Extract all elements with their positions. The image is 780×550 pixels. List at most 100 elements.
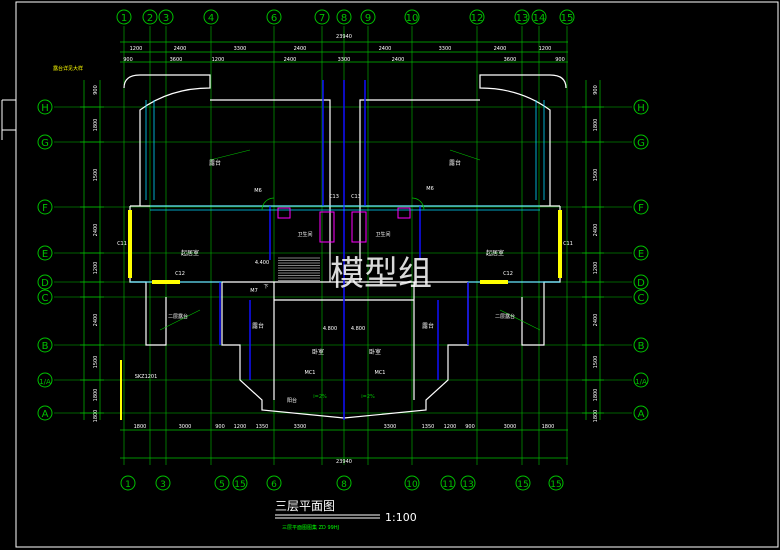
axis-bubble-bottom bbox=[214, 475, 230, 491]
label-mc1-left: MC1 bbox=[305, 370, 316, 376]
axis-bubble-right bbox=[633, 199, 649, 215]
axis-bubble-right bbox=[633, 337, 649, 353]
axis-label-right: G bbox=[637, 138, 645, 149]
dim-bottom-row: 1200 bbox=[444, 424, 457, 430]
axis-label-right: 1/A bbox=[635, 378, 647, 386]
dim-bottom-row: 1200 bbox=[234, 424, 247, 430]
axis-label-right: E bbox=[638, 249, 644, 260]
axis-bubble-right bbox=[633, 134, 649, 150]
label-m6-right: M6 bbox=[426, 186, 434, 192]
room-label-living-right: 起居室 bbox=[486, 249, 504, 257]
drawing-title: 三层平面图 bbox=[275, 499, 335, 513]
door-swing bbox=[261, 197, 275, 211]
axis-bubble-bottom bbox=[440, 475, 456, 491]
room-label-bath-right: 卫生间 bbox=[375, 231, 390, 238]
marker bbox=[120, 360, 122, 420]
dim-top-row1: 2400 bbox=[379, 46, 392, 52]
axis-label-bottom: 6 bbox=[271, 480, 277, 490]
label-balcony-tag: 露台详见大样 bbox=[53, 65, 83, 72]
axis-label-right: B bbox=[638, 341, 645, 352]
dim-top-row2: 2400 bbox=[392, 57, 405, 63]
dim-left-col: 1800 bbox=[93, 119, 99, 132]
dim-right-col: 2400 bbox=[593, 224, 599, 237]
dim-bottom-row: 1350 bbox=[422, 424, 435, 430]
window-c12-left bbox=[152, 280, 180, 284]
dim-top-row1: 3300 bbox=[439, 46, 452, 52]
axis-label-right: D bbox=[637, 278, 645, 289]
axis-label-top: 6 bbox=[271, 13, 277, 24]
label-level-4800-left: 4.800 bbox=[323, 326, 337, 332]
room-label-terrace2-left: 二层露台 bbox=[168, 313, 188, 320]
dim-left-col: 1800 bbox=[93, 410, 99, 423]
wall-segment bbox=[359, 99, 480, 206]
wall-segment bbox=[129, 206, 167, 346]
room-label-bath-left: 卫生间 bbox=[297, 231, 312, 238]
dim-top-overall: 23940 bbox=[336, 34, 352, 40]
axis-label-top: 1 bbox=[121, 13, 127, 24]
room-label-balcony-left: 露台 bbox=[209, 159, 221, 167]
door-swing bbox=[411, 197, 425, 211]
bath-fixture bbox=[351, 211, 367, 243]
axis-bubble-right bbox=[633, 289, 649, 305]
dim-left-col: 1200 bbox=[93, 262, 99, 275]
dim-left-col: 900 bbox=[93, 85, 99, 95]
dim-top-row2: 3600 bbox=[504, 57, 517, 63]
axis-bubble-left bbox=[37, 99, 53, 115]
axis-label-bottom: 5 bbox=[219, 480, 225, 490]
dim-bottom-row: 3300 bbox=[294, 424, 307, 430]
window-c11-left bbox=[128, 210, 132, 278]
dim-right-col: 1200 bbox=[593, 262, 599, 275]
room-label-balcony-right: 露台 bbox=[449, 159, 461, 167]
leader-line bbox=[159, 309, 201, 331]
leader-line bbox=[209, 149, 251, 161]
axis-bubble-top bbox=[116, 9, 132, 25]
axis-bubble-top bbox=[360, 9, 376, 25]
axis-label-left: E bbox=[42, 249, 48, 260]
axis-label-left: F bbox=[42, 203, 48, 214]
axis-bubble-top bbox=[531, 9, 547, 25]
label-c12-left: C12 bbox=[175, 271, 185, 277]
axis-bubble-bottom bbox=[336, 475, 352, 491]
label-m7: M7 bbox=[250, 288, 258, 294]
axis-bubble-bottom bbox=[515, 475, 531, 491]
axis-label-right: H bbox=[637, 103, 645, 114]
axis-bubble-left bbox=[37, 405, 53, 421]
axis-label-bottom: 8 bbox=[341, 480, 347, 490]
room-label-terrace-right: 露台 bbox=[422, 322, 434, 330]
axis-label-top: 14 bbox=[533, 13, 546, 24]
dim-right-col: 900 bbox=[593, 85, 599, 95]
axis-label-bottom: 1 bbox=[125, 480, 131, 490]
drawing-scale: 1:100 bbox=[385, 511, 417, 524]
axis-label-top: 4 bbox=[208, 13, 214, 24]
label-m6-left: M6 bbox=[254, 188, 262, 194]
axis-bubble-left bbox=[37, 289, 53, 305]
axis-bubble-bottom bbox=[232, 475, 248, 491]
label-c12-right: C12 bbox=[503, 271, 513, 277]
dim-right-col: 1800 bbox=[593, 389, 599, 402]
axis-bubble-left bbox=[37, 372, 53, 388]
room-label-bedroom-left: 卧室 bbox=[312, 348, 324, 356]
axis-label-left: A bbox=[42, 409, 49, 420]
bath-fixture bbox=[397, 207, 411, 219]
dim-right-col: 1500 bbox=[593, 169, 599, 182]
axis-label-right: C bbox=[638, 293, 645, 304]
axis-label-bottom: 3 bbox=[160, 480, 166, 490]
axis-bubble-top bbox=[158, 9, 174, 25]
axis-bubble-left bbox=[37, 134, 53, 150]
dim-top-row1: 1200 bbox=[130, 46, 143, 52]
room-label-terrace-left: 露台 bbox=[252, 322, 264, 330]
dim-top-row2: 3300 bbox=[338, 57, 351, 63]
axis-label-left: H bbox=[41, 103, 49, 114]
axis-bubble-right bbox=[633, 99, 649, 115]
label-stair-tag: SKZ1201 bbox=[135, 374, 158, 380]
axis-label-left: B bbox=[42, 341, 49, 352]
dim-bottom-row: 900 bbox=[465, 424, 475, 430]
axis-label-bottom: 15 bbox=[550, 480, 561, 490]
wall-layer bbox=[120, 74, 567, 420]
axis-label-left: C bbox=[42, 293, 49, 304]
axis-label-top: 9 bbox=[365, 13, 371, 24]
axis-label-top: 10 bbox=[406, 13, 419, 24]
dim-top-row2: 2400 bbox=[284, 57, 297, 63]
axis-bubble-right bbox=[633, 405, 649, 421]
